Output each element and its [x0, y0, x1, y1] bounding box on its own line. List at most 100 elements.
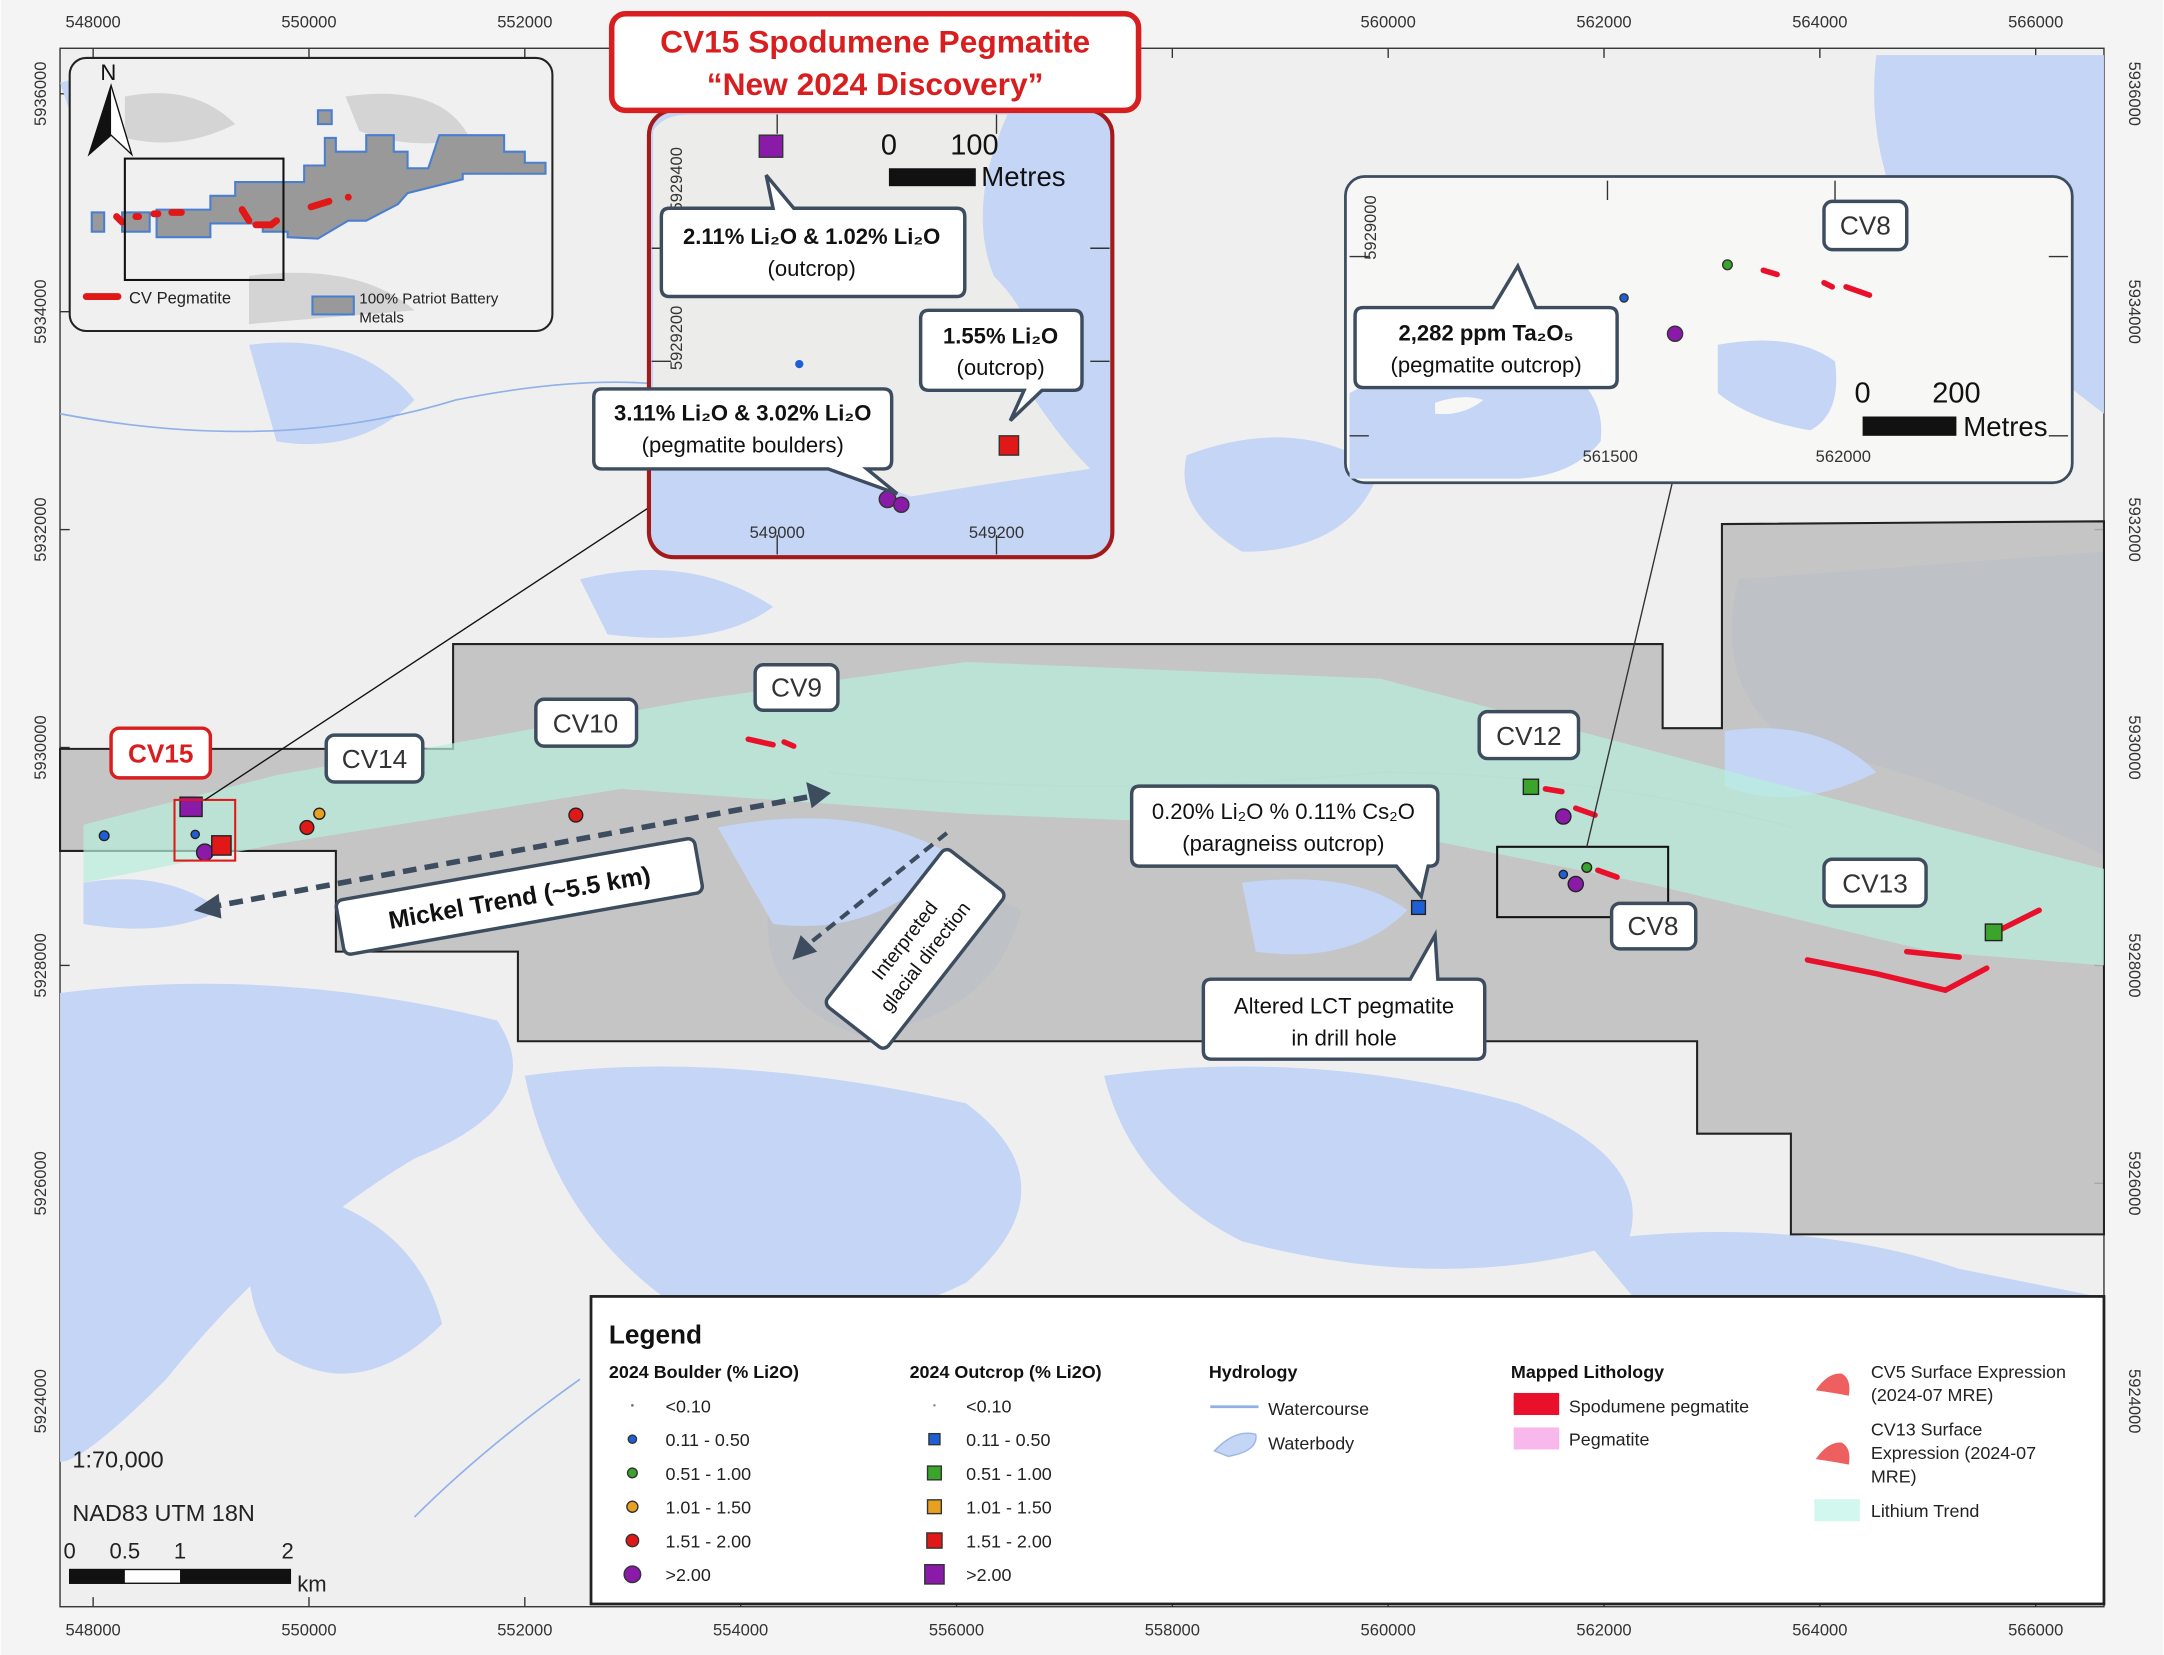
- outcrop-point: [1522, 778, 1540, 796]
- title-line1: CV15 Spodumene Pegmatite: [660, 23, 1090, 59]
- cv15-inset-x-tick: 549000: [750, 523, 805, 542]
- deposit-label-cv12[interactable]: CV12: [1477, 709, 1581, 761]
- boulder-class-symbol: [626, 1467, 638, 1479]
- deposit-label-cv8[interactable]: CV8: [1609, 901, 1698, 951]
- deposit-label-cv14[interactable]: CV14: [324, 733, 425, 784]
- legend-outcrop-classes: <0.100.11 - 0.500.51 - 1.001.01 - 1.501.…: [924, 1396, 1052, 1585]
- cv8-inset-label[interactable]: CV8: [1822, 199, 1909, 252]
- outcrop-class-label: 0.51 - 1.00: [966, 1464, 1052, 1484]
- outcrop-class-symbol: [926, 1499, 943, 1515]
- boulder-point: [893, 496, 910, 514]
- legend-waterbody: Waterbody: [1268, 1434, 1354, 1454]
- north-label: N: [100, 60, 116, 85]
- cv8-inset-x-tick: 562000: [1816, 447, 1871, 466]
- deposit-label-cv13[interactable]: CV13: [1822, 857, 1928, 908]
- outcrop-point: [998, 435, 1020, 456]
- x-tick-label-bottom: 566000: [2008, 1621, 2063, 1640]
- legend-pegmatite: Pegmatite: [1569, 1429, 1650, 1449]
- x-tick-label-bottom: 554000: [713, 1621, 768, 1640]
- x-tick-label-bottom: 548000: [66, 1621, 121, 1640]
- outcrop-point: [211, 835, 232, 856]
- cv15-callout-boulders: 3.11% Li₂O & 3.02% Li₂O (pegmatite bould…: [592, 387, 899, 496]
- mickel-trend-arrow: [193, 781, 831, 919]
- cv8-inset-x-tick: 561500: [1583, 447, 1638, 466]
- boulder-point: [1555, 808, 1572, 825]
- deposit-label-cv10[interactable]: CV10: [534, 697, 639, 748]
- sample-points: [98, 778, 2003, 942]
- drill-text-line1: Altered LCT pegmatite: [1234, 994, 1454, 1019]
- spodumene-swatch: [1513, 1392, 1560, 1416]
- y-tick-label-right: 5932000: [2125, 497, 2144, 561]
- outcrop-point: [758, 134, 784, 158]
- x-tick-label-top: 560000: [1361, 13, 1416, 32]
- boulder-class-label: 1.01 - 1.50: [665, 1498, 751, 1518]
- deposit-label-cv9[interactable]: CV9: [753, 663, 840, 712]
- cv8-callout-line1: 2,282 ppm Ta₂O₅: [1399, 321, 1574, 346]
- cv15-inset-y-tick: 5929400: [667, 147, 686, 211]
- boulder-point: [299, 819, 315, 836]
- deposit-label-cv15[interactable]: CV15: [109, 726, 213, 780]
- legend-boulder-classes: <0.100.11 - 0.500.51 - 1.001.01 - 1.501.…: [623, 1396, 751, 1585]
- claims-legend-label-line2: Metals: [359, 310, 404, 327]
- drill-hole-callout: Altered LCT pegmatite in drill hole: [1201, 929, 1487, 1061]
- claims-swatch: [311, 295, 355, 316]
- callout-c-line2: (pegmatite boulders): [642, 432, 844, 457]
- cv8-inset-scale-0: 0: [1855, 378, 1871, 410]
- boulder-class-label: <0.10: [665, 1396, 710, 1416]
- boulder-point: [1558, 869, 1569, 880]
- deposit-label-text: CV8: [1627, 911, 1678, 941]
- y-tick-label-right: 5934000: [2125, 279, 2144, 343]
- y-tick-label-left: 5924000: [31, 1369, 50, 1433]
- callout-c-line1: 3.11% Li₂O & 3.02% Li₂O: [614, 401, 871, 426]
- deposit-label-text: CV9: [771, 672, 822, 702]
- outcrop-class-label: 1.01 - 1.50: [966, 1498, 1052, 1518]
- outcrop-class-symbol: [924, 1563, 945, 1585]
- boulder-point: [1581, 861, 1593, 874]
- deposit-label-text: CV14: [342, 744, 408, 774]
- x-tick-label-top: 550000: [281, 13, 336, 32]
- boulder-class-symbol: [631, 1403, 634, 1407]
- title-line2: “New 2024 Discovery”: [707, 66, 1044, 102]
- cv8-inset-scale-bar: [1862, 416, 1957, 436]
- outcrop-point: [1984, 923, 2003, 942]
- cv8-inset-label-text: CV8: [1840, 210, 1891, 240]
- scale-bar-label: 0: [64, 1538, 76, 1563]
- x-tick-label-bottom: 560000: [1361, 1621, 1416, 1640]
- cv8-extent-box: [1496, 845, 1670, 919]
- outcrop-class-symbol: [926, 1465, 943, 1481]
- legend-cv5: CV5 Surface Expression: [1871, 1362, 2066, 1382]
- y-tick-label-right: 5928000: [2125, 933, 2144, 997]
- x-tick-label-bottom: 556000: [929, 1621, 984, 1640]
- cv15-callout-outcrop-b: 1.55% Li₂O (outcrop): [918, 308, 1084, 422]
- y-tick-label-left: 5934000: [31, 279, 50, 343]
- y-tick-label-left: 5926000: [31, 1151, 50, 1215]
- glacial-direction-arrow: [792, 831, 949, 960]
- cv15-leader-line: [204, 506, 650, 801]
- cv15-inset-y-tick: 5929200: [667, 306, 686, 370]
- outcrop-class-symbol: [926, 1532, 943, 1549]
- boulder-class-symbol: [626, 1500, 639, 1513]
- map-projection: NAD83 UTM 18N: [72, 1500, 254, 1526]
- waterbody-swatch: [1213, 1432, 1257, 1458]
- x-tick-label-bottom: 562000: [1576, 1621, 1631, 1640]
- outcrop-point: [1410, 899, 1427, 916]
- deposit-label-text: CV13: [1842, 868, 1908, 898]
- scale-bar-label: 2: [281, 1538, 293, 1563]
- legend-lithology-title: Mapped Lithology: [1511, 1362, 1664, 1382]
- boulder-class-symbol: [627, 1434, 638, 1444]
- deposit-label-text: CV12: [1496, 721, 1562, 751]
- x-tick-label-top: 548000: [66, 13, 121, 32]
- claims-legend-label: 100% Patriot Battery: [359, 290, 498, 307]
- outcrop-class-symbol: [933, 1404, 936, 1407]
- x-tick-label-top: 552000: [497, 13, 552, 32]
- x-tick-label-top: 562000: [1576, 13, 1631, 32]
- paragneiss-text-line1: 0.20% Li₂O % 0.11% Cs₂O: [1152, 799, 1415, 824]
- cv15-callout-outcrop-a: 2.11% Li₂O & 1.02% Li₂O (outcrop): [659, 174, 967, 299]
- outcrop-class-label: 0.11 - 0.50: [966, 1430, 1050, 1450]
- outcrop-point: [179, 796, 203, 818]
- boulder-class-symbol: [623, 1565, 642, 1584]
- cv8-inset-scale-200: 200: [1932, 378, 1980, 410]
- spodumene-pegmatite-outcrops: [745, 736, 2042, 994]
